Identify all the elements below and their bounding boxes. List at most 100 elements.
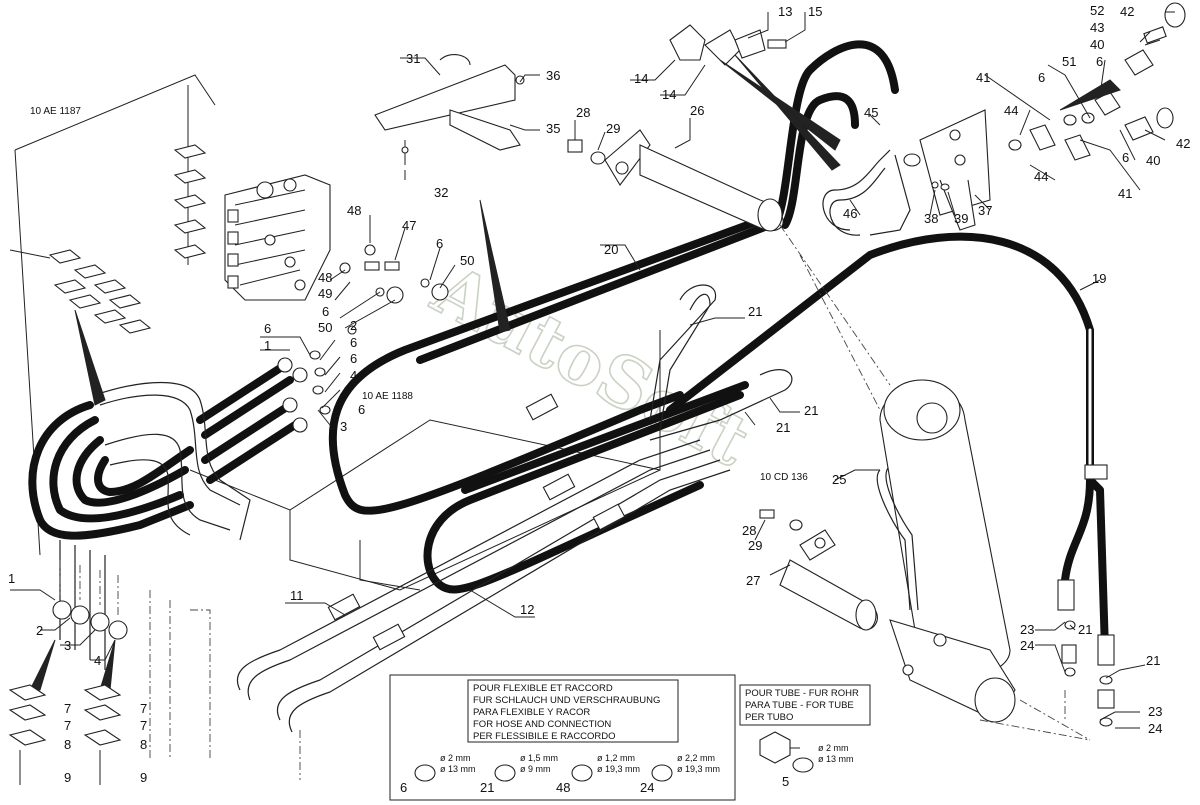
callout-19: 19 (1092, 271, 1106, 286)
callout-7: 7 (140, 701, 147, 716)
callout-35: 35 (546, 121, 560, 136)
callout-9: 9 (140, 770, 147, 785)
seal-21: 21 ø 1,5 mm ø 9 mm (480, 753, 558, 795)
callout-29: 29 (748, 538, 762, 553)
svg-text:ø 13 mm: ø 13 mm (440, 764, 476, 774)
svg-text:ø 9 mm: ø 9 mm (520, 764, 551, 774)
callout-41: 41 (1118, 186, 1132, 201)
svg-text:ø 2 mm: ø 2 mm (818, 743, 849, 753)
pivot-pin-bottom (759, 509, 878, 631)
callout-32: 32 (434, 185, 448, 200)
svg-text:48: 48 (556, 780, 570, 795)
legend-line-1: POUR FLEXIBLE ET RACCORD (473, 683, 613, 694)
callout-48: 48 (347, 203, 361, 218)
callout-24: 24 (1148, 721, 1162, 736)
callout-6: 6 (358, 402, 365, 417)
callout-36: 36 (546, 68, 560, 83)
callout-7: 7 (64, 718, 71, 733)
callout-12: 12 (520, 602, 534, 617)
svg-text:5: 5 (782, 774, 789, 789)
callout-6: 6 (322, 304, 329, 319)
leader-lines (10, 11, 1175, 729)
callout-26: 26 (690, 103, 704, 118)
callout-6: 6 (436, 236, 443, 251)
clamp-parts-top (669, 24, 841, 151)
callout-9: 9 (64, 770, 71, 785)
callout-42: 42 (1176, 136, 1190, 151)
bottom-left-fittings (8, 560, 301, 785)
callout-2: 2 (350, 318, 357, 333)
seal-legend-box: POUR FLEXIBLE ET RACCORD FUR SCHLAUCH UN… (389, 674, 736, 801)
callout-44: 44 (1034, 169, 1048, 184)
svg-text:ø 1,2 mm: ø 1,2 mm (597, 753, 635, 763)
callout-8: 8 (64, 737, 71, 752)
callout-4: 4 (94, 653, 101, 668)
callout-47: 47 (402, 218, 416, 233)
pivot-pin-top (567, 129, 784, 232)
callout-21: 21 (1146, 653, 1160, 668)
legend-line-2: FUR SCHLAUCH UND VERSCHRAUBUNG (473, 695, 660, 706)
callout-6: 6 (1038, 70, 1045, 85)
callout-3: 3 (340, 419, 347, 434)
callout-21: 21 (748, 304, 762, 319)
metal-tubes (59, 149, 1108, 733)
callout-23: 23 (1020, 622, 1034, 637)
callout-15: 15 (808, 4, 822, 19)
svg-text:ø 13 mm: ø 13 mm (818, 754, 854, 764)
callout-7: 7 (64, 701, 71, 716)
callout-21: 21 (1078, 622, 1092, 637)
tube-line-2: PARA TUBE - FOR TUBE (745, 700, 854, 711)
seal-48: 48 ø 1,2 mm ø 19,3 mm (556, 753, 640, 795)
svg-text:ø 2 mm: ø 2 mm (440, 753, 471, 763)
callout-6: 6 (350, 351, 357, 366)
valve-fittings (277, 244, 449, 433)
callout-8: 8 (140, 737, 147, 752)
callout-42: 42 (1120, 4, 1134, 19)
seal-24: 24 ø 2,2 mm ø 19,3 mm (640, 753, 720, 795)
callout-38: 38 (924, 211, 938, 226)
svg-text:ø 19,3 mm: ø 19,3 mm (597, 764, 640, 774)
callout-25: 25 (832, 472, 846, 487)
legend-line-4: FOR HOSE AND CONNECTION (473, 719, 611, 730)
svg-text:ø 19,3 mm: ø 19,3 mm (677, 764, 720, 774)
ref-10-ae-1187: 10 AE 1187 (30, 106, 81, 117)
callout-6: 6 (264, 321, 271, 336)
callout-14: 14 (634, 71, 648, 86)
callout-13: 13 (778, 4, 792, 19)
control-valve-block (224, 174, 331, 301)
svg-text:ø 1,5 mm: ø 1,5 mm (520, 753, 558, 763)
callout-49: 49 (318, 286, 332, 301)
callout-14: 14 (662, 87, 676, 102)
callout-31: 31 (406, 51, 420, 66)
callout-6: 6 (1122, 150, 1129, 165)
callout-46: 46 (843, 206, 857, 221)
tube-line-1: POUR TUBE - FUR ROHR (745, 688, 859, 699)
ref-10-ae-1188: 10 AE 1188 (362, 391, 413, 402)
callout-43: 43 (1090, 20, 1104, 35)
seal-6: 6 ø 2 mm ø 13 mm (400, 753, 476, 795)
callout-40: 40 (1090, 37, 1104, 52)
callout-6: 6 (350, 335, 357, 350)
callout-37: 37 (978, 203, 992, 218)
hoses (28, 40, 1109, 654)
callout-1: 1 (264, 338, 271, 353)
callout-24: 24 (1020, 638, 1034, 653)
callout-28: 28 (576, 105, 590, 120)
callout-52: 52 (1090, 3, 1104, 18)
legend-line-3: PARA FLEXIBLE Y RACOR (473, 707, 590, 718)
svg-text:21: 21 (480, 780, 494, 795)
tube-legend-box: POUR TUBE - FUR ROHR PARA TUBE - FOR TUB… (739, 684, 871, 789)
right-fittings (903, 2, 1186, 231)
exploded-valve-parts (9, 74, 216, 556)
tube-line-3: PER TUBO (745, 712, 793, 723)
callout-20: 20 (604, 242, 618, 257)
callout-50: 50 (460, 253, 474, 268)
callout-41: 41 (976, 70, 990, 85)
arrow-pointers (479, 54, 841, 333)
callout-28: 28 (742, 523, 756, 538)
callout-3: 3 (64, 638, 71, 653)
callout-51: 51 (1062, 54, 1076, 69)
callout-29: 29 (606, 121, 620, 136)
callout-39: 39 (954, 211, 968, 226)
